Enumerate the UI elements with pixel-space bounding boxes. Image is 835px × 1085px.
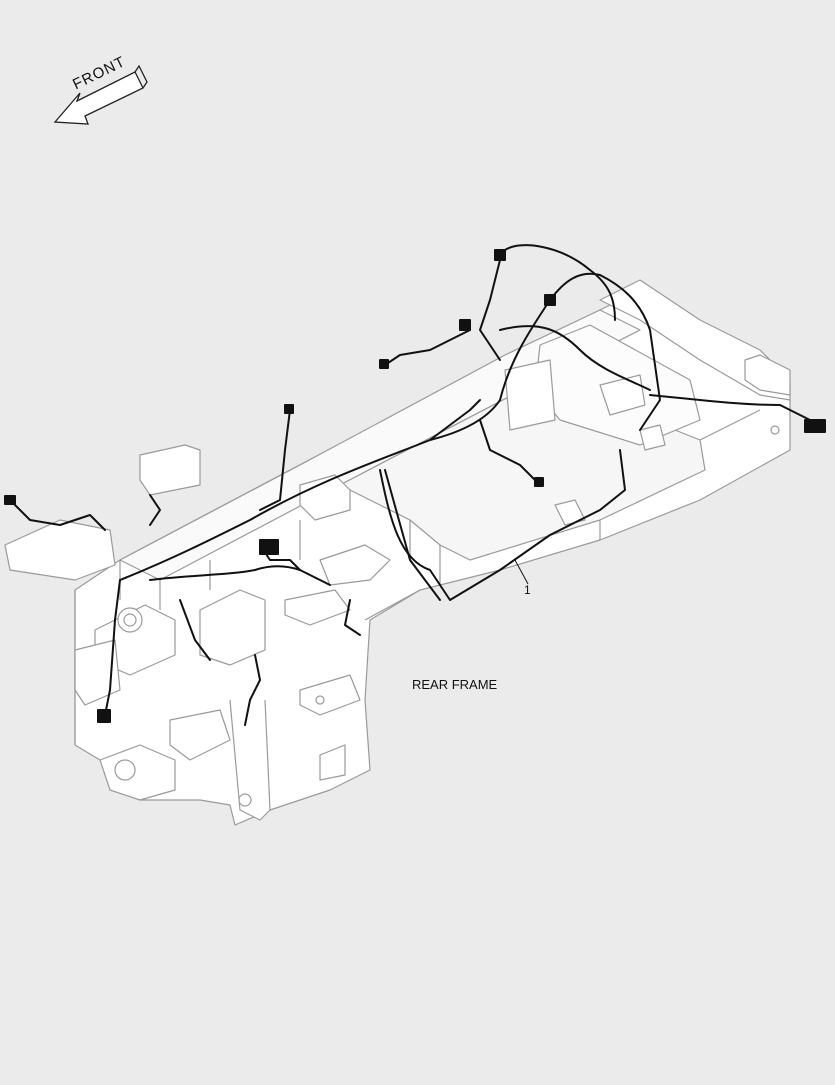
callout-number-1: 1 <box>524 583 531 597</box>
rear-frame-label: REAR FRAME <box>412 677 498 692</box>
rear-frame <box>4 279 791 826</box>
front-arrow-icon <box>53 64 148 125</box>
callout-1-leader <box>514 559 529 585</box>
wiring-harness <box>4 244 826 726</box>
